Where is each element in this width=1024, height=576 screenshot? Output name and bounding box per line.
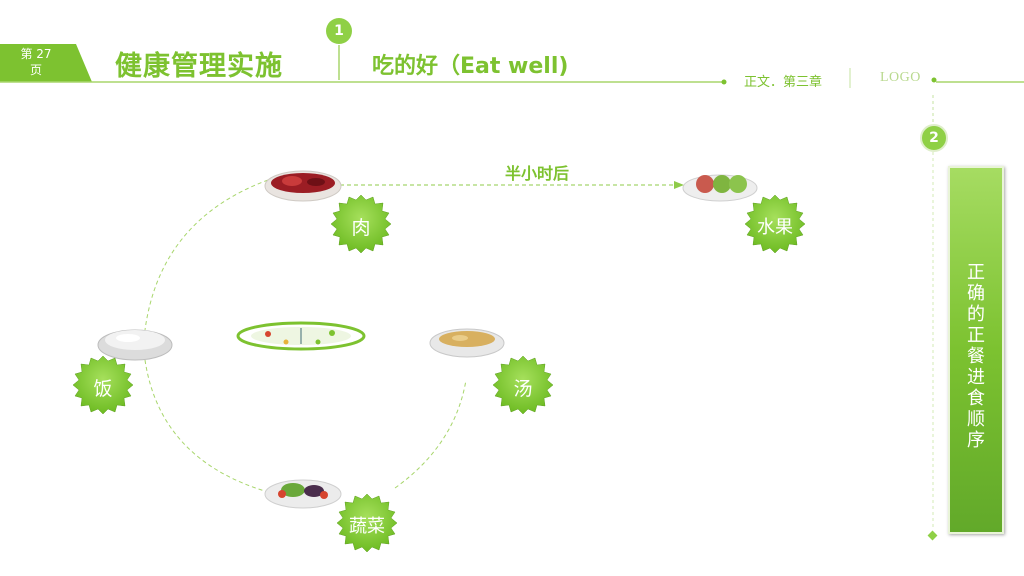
header-right-dot <box>931 77 937 83</box>
page-number-tab <box>0 44 92 82</box>
section-number-badge: 1 <box>326 18 352 44</box>
page-number: 第 27 页 <box>20 47 52 77</box>
sidebar-end-diamond <box>927 530 938 541</box>
meat-image <box>264 170 342 202</box>
soup-image <box>429 328 505 358</box>
label-soup: 汤 <box>513 378 533 400</box>
cycle-arc-vegetable-soup <box>394 379 467 489</box>
label-rice: 饭 <box>93 378 113 400</box>
sidebar-text: 正确的正餐进食顺序 <box>967 262 985 451</box>
plate-illustration <box>236 321 366 351</box>
section-subtitle: 吃的好（Eat well) <box>372 54 569 79</box>
label-meat: 肉 <box>351 217 371 239</box>
page-title: 健康管理实施 <box>115 51 283 82</box>
seal-soup <box>492 355 554 415</box>
fruit-image <box>682 174 758 202</box>
seal-fruit <box>744 194 806 254</box>
cycle-arc-rice-vegetable <box>144 359 269 493</box>
label-fruit: 水果 <box>757 217 793 238</box>
arrow-head <box>674 181 684 189</box>
seal-meat <box>330 194 392 254</box>
cycle-arc-meat-rice <box>144 179 269 331</box>
rice-image <box>97 329 173 361</box>
interval-label: 半小时后 <box>505 164 570 183</box>
sidebar-panel <box>948 166 1004 534</box>
label-vegetable: 蔬菜 <box>349 516 385 537</box>
logo: LOGO <box>880 70 921 85</box>
seal-rice <box>72 355 134 415</box>
seal-vegetable <box>336 493 398 553</box>
chapter-label: 正文．第三章 <box>744 75 823 90</box>
sidebar-number-badge: 2 <box>920 124 948 152</box>
vegetable-image <box>264 479 342 509</box>
header-rule-dot <box>721 79 727 85</box>
